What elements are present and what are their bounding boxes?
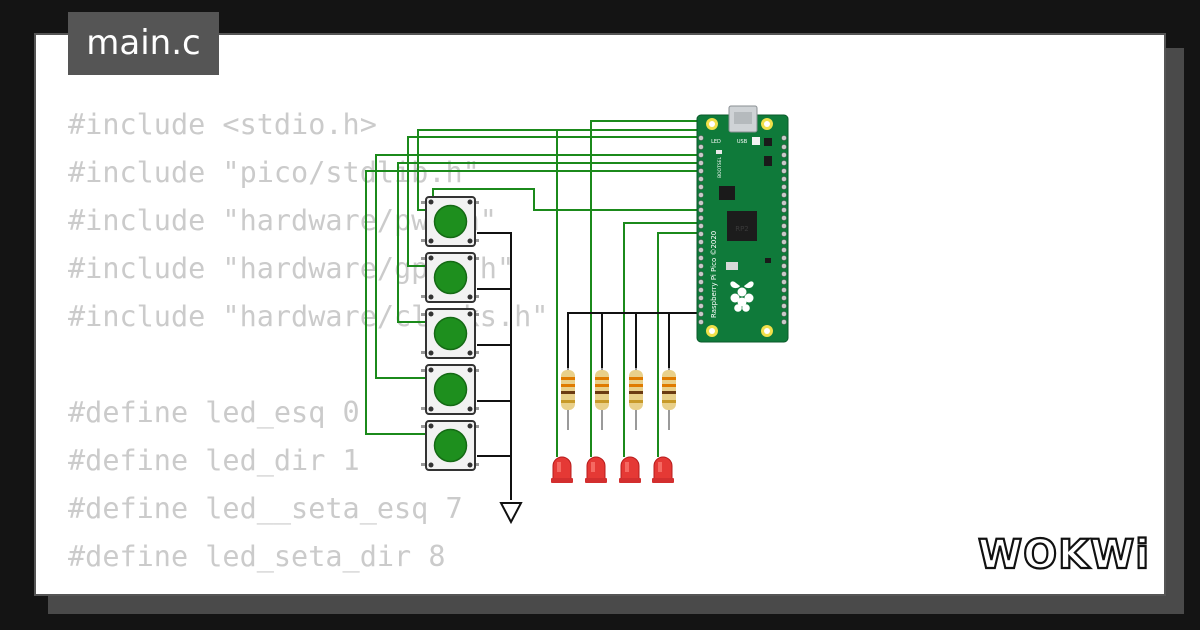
right-header-pins — [781, 135, 787, 325]
bootsel-button[interactable] — [752, 137, 760, 145]
push-button-4[interactable] — [421, 364, 479, 415]
board-silkscreen: Raspberry Pi Pico ©2020 — [710, 231, 718, 318]
push-button-3[interactable] — [421, 308, 479, 359]
wire-led-2 — [590, 120, 698, 457]
wire-button-4 — [375, 154, 698, 379]
push-buttons — [421, 196, 479, 471]
ground-wires — [477, 232, 698, 500]
code-line: #include <stdio.h> — [68, 108, 377, 141]
resistor-4 — [662, 368, 676, 430]
resistor-2 — [595, 368, 609, 430]
wokwi-logo: WOKWi — [977, 531, 1150, 579]
raspberry-logo-icon — [730, 281, 754, 312]
wire-led-3 — [623, 222, 698, 457]
code-line: #define led_dir 1 — [68, 444, 360, 477]
push-button-2[interactable] — [421, 252, 479, 303]
push-button-1[interactable] — [421, 196, 479, 247]
code-line: #include "hardware/clocks.h" — [68, 300, 549, 333]
wokwi-logo-text: WOKWi — [978, 532, 1150, 578]
led-2[interactable] — [585, 456, 607, 483]
button-wires — [365, 129, 698, 435]
svg-text:RP2: RP2 — [735, 225, 749, 233]
led-1[interactable] — [551, 456, 573, 483]
push-button-5[interactable] — [421, 420, 479, 471]
pico-board[interactable]: RP2 USB LED BOOTSEL Raspberry Pi Pico ©2… — [696, 105, 789, 343]
wire-led-1 — [556, 129, 698, 457]
resistors — [561, 368, 676, 430]
code-line: #define led__seta_esq 7 — [68, 492, 463, 525]
file-tab[interactable]: main.c — [68, 12, 219, 75]
left-header-pins — [698, 135, 704, 325]
flash-chip — [719, 186, 735, 200]
resistor-3 — [629, 368, 643, 430]
rp2040-chip — [727, 211, 757, 241]
code-line: #define led_esq 0 — [68, 396, 360, 429]
usb-label: USB — [737, 139, 748, 145]
bootsel-label: BOOTSEL — [717, 156, 723, 178]
resistor-1 — [561, 368, 575, 430]
code-line: #define led_seta_dir 8 — [68, 540, 446, 573]
wire-led-4 — [657, 232, 698, 457]
wire-button-3 — [397, 162, 698, 323]
led-3[interactable] — [619, 456, 641, 483]
ground-symbol — [499, 502, 523, 525]
wire-button-5 — [365, 170, 698, 435]
wire-button-2 — [407, 136, 698, 267]
preview-card — [34, 33, 1166, 596]
code-line: #include "pico/stdlib.h" — [68, 156, 480, 189]
leds — [551, 456, 674, 483]
led-wires — [556, 120, 698, 457]
led-4[interactable] — [652, 456, 674, 483]
led-label: LED — [711, 139, 721, 145]
